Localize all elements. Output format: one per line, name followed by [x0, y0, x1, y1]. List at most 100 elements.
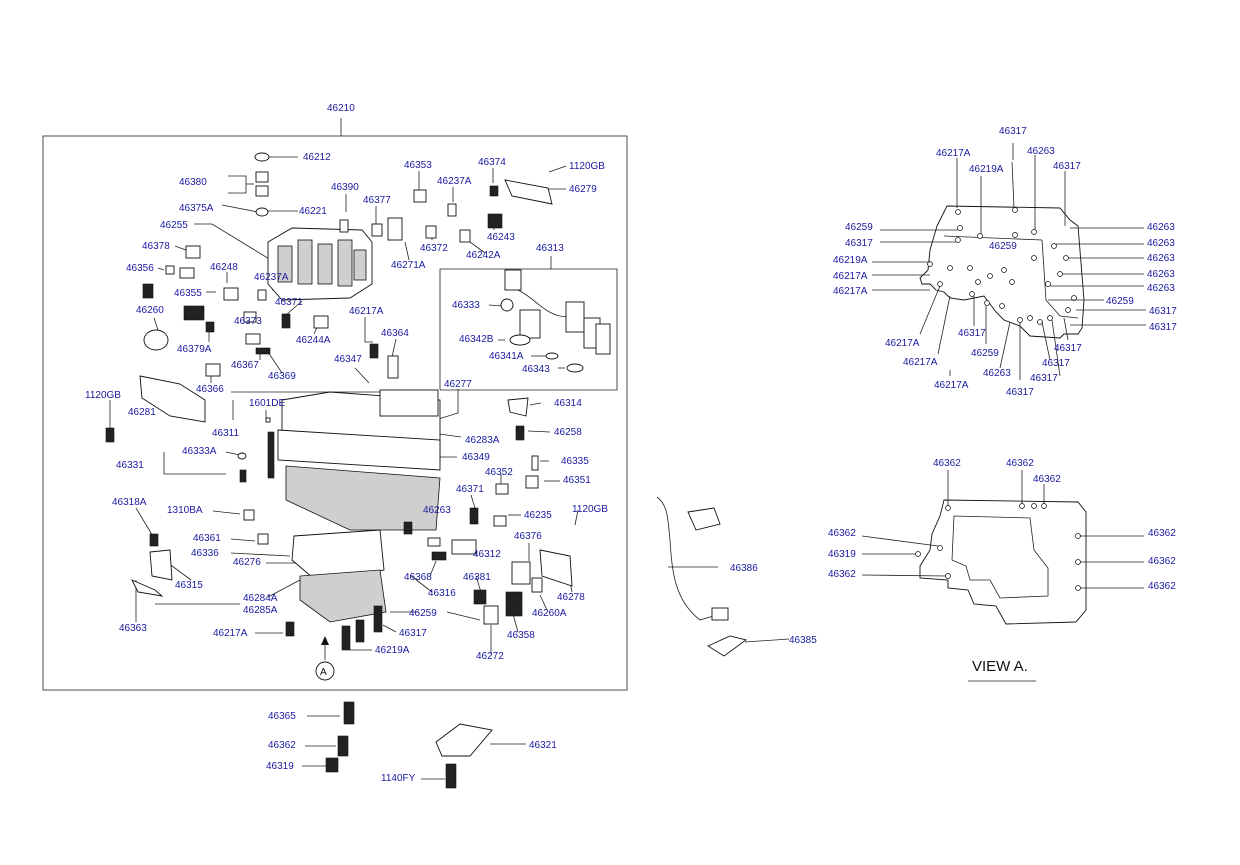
label-46260A[interactable]: 46260A	[532, 608, 567, 619]
va-label-46263-r1[interactable]: 46263	[1147, 222, 1175, 233]
view-a-marker[interactable]	[315, 661, 335, 681]
label-46271A[interactable]: 46271A	[391, 260, 426, 271]
label-46362-bot[interactable]: 46362	[268, 740, 296, 751]
label-46365[interactable]: 46365	[268, 711, 296, 722]
label-46258[interactable]: 46258	[554, 427, 582, 438]
label-46358[interactable]: 46358	[507, 630, 535, 641]
va-label-46263-r2[interactable]: 46263	[1147, 238, 1175, 249]
va-label-46317-b1[interactable]: 46317	[958, 328, 986, 339]
va-label-46217A-b3[interactable]: 46217A	[934, 380, 969, 391]
label-46371-mid[interactable]: 46371	[456, 484, 484, 495]
label-46352[interactable]: 46352	[485, 467, 513, 478]
label-46237A-top[interactable]: 46237A	[437, 176, 472, 187]
label-46373[interactable]: 46373	[234, 316, 262, 327]
label-1601DE[interactable]: 1601DE	[249, 398, 285, 409]
va-label-46217A-b1[interactable]: 46217A	[885, 338, 920, 349]
label-46313[interactable]: 46313	[536, 243, 564, 254]
label-46378[interactable]: 46378	[142, 241, 170, 252]
label-46263-mid[interactable]: 46263	[423, 505, 451, 516]
label-1140FY[interactable]: 1140FY	[381, 773, 416, 784]
label-46368[interactable]: 46368	[404, 572, 432, 583]
vb-label-46362-t3[interactable]: 46362	[1033, 474, 1061, 485]
label-46381[interactable]: 46381	[463, 572, 491, 583]
label-46367[interactable]: 46367	[231, 360, 259, 371]
va-label-46219A-t[interactable]: 46219A	[969, 164, 1004, 175]
va-label-46263-r3[interactable]: 46263	[1147, 253, 1175, 264]
label-46212[interactable]: 46212	[303, 152, 331, 163]
label-46331[interactable]: 46331	[116, 460, 144, 471]
label-46237A-mid[interactable]: 46237A	[254, 272, 289, 283]
label-46281[interactable]: 46281	[128, 407, 156, 418]
label-46356[interactable]: 46356	[126, 263, 154, 274]
va-label-46263-r4[interactable]: 46263	[1147, 269, 1175, 280]
va-label-46217A-l2[interactable]: 46217A	[833, 286, 868, 297]
va-label-46259-r[interactable]: 46259	[1106, 296, 1134, 307]
label-46380[interactable]: 46380	[179, 177, 207, 188]
label-46217A-top[interactable]: 46217A	[349, 306, 384, 317]
label-46386[interactable]: 46386	[730, 563, 758, 574]
label-46355[interactable]: 46355	[174, 288, 202, 299]
label-46319-bot[interactable]: 46319	[266, 761, 294, 772]
label-46259-mid[interactable]: 46259	[409, 608, 437, 619]
label-46321[interactable]: 46321	[529, 740, 557, 751]
label-46317-mid[interactable]: 46317	[399, 628, 427, 639]
vb-label-46362-r2[interactable]: 46362	[1148, 556, 1176, 567]
label-46351[interactable]: 46351	[563, 475, 591, 486]
label-46235[interactable]: 46235	[524, 510, 552, 521]
label-46333A[interactable]: 46333A	[182, 446, 217, 457]
label-1310BA[interactable]: 1310BA	[167, 505, 203, 516]
va-label-46317-r2[interactable]: 46317	[1149, 322, 1177, 333]
va-label-46317-r1[interactable]: 46317	[1149, 306, 1177, 317]
label-46335[interactable]: 46335	[561, 456, 589, 467]
va-label-46217A-t[interactable]: 46217A	[936, 148, 971, 159]
label-46361[interactable]: 46361	[193, 533, 221, 544]
label-46372[interactable]: 46372	[420, 243, 448, 254]
label-46349[interactable]: 46349	[462, 452, 490, 463]
vb-label-46362-r3[interactable]: 46362	[1148, 581, 1176, 592]
va-label-46317-t2[interactable]: 46317	[1053, 161, 1081, 172]
label-46385[interactable]: 46385	[789, 635, 817, 646]
va-label-46263-t[interactable]: 46263	[1027, 146, 1055, 157]
label-46347[interactable]: 46347	[334, 354, 362, 365]
vb-label-46362-r1[interactable]: 46362	[1148, 528, 1176, 539]
label-46248[interactable]: 46248	[210, 262, 238, 273]
label-46315[interactable]: 46315	[175, 580, 203, 591]
label-46217A-bot[interactable]: 46217A	[213, 628, 248, 639]
label-46284A[interactable]: 46284A	[243, 593, 278, 604]
label-46221[interactable]: 46221	[299, 206, 327, 217]
vb-label-46319-l[interactable]: 46319	[828, 549, 856, 560]
va-label-46263-r5[interactable]: 46263	[1147, 283, 1175, 294]
label-46376[interactable]: 46376	[514, 531, 542, 542]
label-46343[interactable]: 46343	[522, 364, 550, 375]
label-46316[interactable]: 46316	[428, 588, 456, 599]
label-46366[interactable]: 46366	[196, 384, 224, 395]
label-46374[interactable]: 46374	[478, 157, 506, 168]
vb-label-46362-l2[interactable]: 46362	[828, 569, 856, 580]
label-46364[interactable]: 46364	[381, 328, 409, 339]
label-1120GB-top[interactable]: 1120GB	[569, 161, 605, 172]
va-label-46259-b[interactable]: 46259	[971, 348, 999, 359]
label-46278[interactable]: 46278	[557, 592, 585, 603]
label-46369[interactable]: 46369	[268, 371, 296, 382]
vb-label-46362-l1[interactable]: 46362	[828, 528, 856, 539]
label-46242A[interactable]: 46242A	[466, 250, 501, 261]
label-1120GB-right[interactable]: 1120GB	[572, 504, 608, 515]
label-46255[interactable]: 46255	[160, 220, 188, 231]
label-46363[interactable]: 46363	[119, 623, 147, 634]
vb-label-46362-t1[interactable]: 46362	[933, 458, 961, 469]
label-46243[interactable]: 46243	[487, 232, 515, 243]
label-46318A[interactable]: 46318A	[112, 497, 147, 508]
label-46219A-bot[interactable]: 46219A	[375, 645, 410, 656]
label-46314[interactable]: 46314	[554, 398, 582, 409]
label-46333[interactable]: 46333	[452, 300, 480, 311]
va-label-46317-b5[interactable]: 46317	[1006, 387, 1034, 398]
va-label-46317-b2[interactable]: 46317	[1054, 343, 1082, 354]
label-46371-top[interactable]: 46371	[275, 297, 303, 308]
va-label-46317-l[interactable]: 46317	[845, 238, 873, 249]
va-label-46259-l1[interactable]: 46259	[845, 222, 873, 233]
vb-label-46362-t2[interactable]: 46362	[1006, 458, 1034, 469]
label-46272[interactable]: 46272	[476, 651, 504, 662]
label-46377[interactable]: 46377	[363, 195, 391, 206]
va-label-46317-b3[interactable]: 46317	[1042, 358, 1070, 369]
va-label-46217A-b2[interactable]: 46217A	[903, 357, 938, 368]
